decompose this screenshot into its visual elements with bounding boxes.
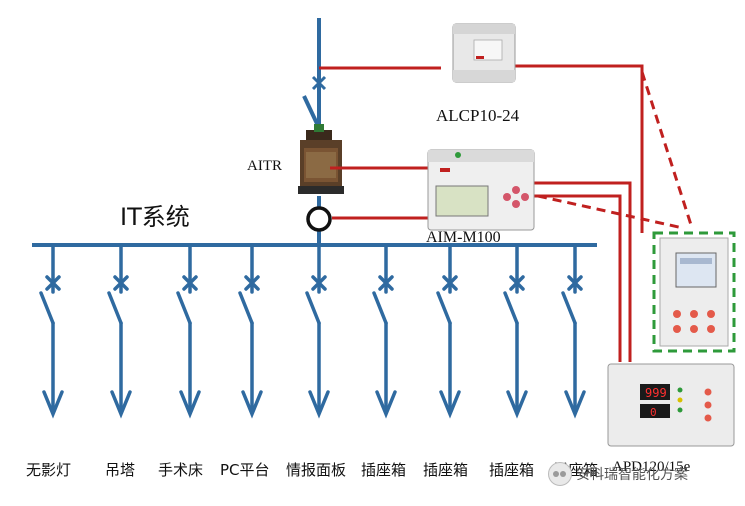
- alcp10-24-device: [452, 23, 516, 83]
- it-system-label: IT系统: [120, 203, 190, 231]
- branch-switch-0: [39, 291, 55, 325]
- load-label-1: 吊塔: [105, 461, 136, 479]
- branch-breaker-b-0: [45, 275, 61, 291]
- signal-dashed-links: [537, 71, 694, 230]
- svg-text:0: 0: [650, 406, 657, 419]
- signal-wiring: [319, 64, 644, 362]
- svg-text:999: 999: [645, 386, 667, 400]
- load-label-0: 无影灯: [26, 461, 72, 479]
- branch-breaker-b-8: [567, 275, 583, 291]
- load-label-7: 插座箱: [489, 461, 535, 479]
- branch-breaker-b-2: [182, 275, 198, 291]
- branch-breaker-b-6: [442, 275, 458, 291]
- branch-breaker-b-7: [509, 275, 525, 291]
- branch-arrow-6: [439, 390, 461, 419]
- alcp-label: ALCP10-24: [436, 106, 520, 125]
- branch-arrow-7: [506, 390, 528, 419]
- apd120-15e-device: 999 0: [607, 363, 735, 447]
- apd-label: APD120/15e: [612, 459, 691, 475]
- branch-circuits: [39, 243, 586, 419]
- branch-breaker-b-1: [113, 275, 129, 291]
- branch-switch-2: [176, 291, 192, 325]
- branch-arrow-5: [375, 390, 397, 419]
- wall-panel-highlighted: [652, 231, 736, 353]
- wechat-icon: [548, 462, 572, 486]
- aitr-transformer: [298, 124, 344, 194]
- watermark: 安科瑞智能化方案: [548, 462, 688, 486]
- branch-arrow-3: [241, 390, 263, 419]
- branch-arrow-0: [42, 390, 64, 419]
- branch-switch-7: [503, 291, 519, 325]
- load-label-3: PC平台: [220, 461, 270, 479]
- branch-switch-1: [107, 291, 123, 325]
- watermark-text: 安科瑞智能化方案: [576, 467, 688, 483]
- branch-switch-4: [305, 291, 321, 325]
- branch-breaker-b-4: [311, 275, 327, 291]
- branch-switch-6: [436, 291, 452, 325]
- branch-switch-3: [238, 291, 254, 325]
- current-sensor-ring: [306, 206, 332, 232]
- branch-arrow-4: [308, 390, 330, 419]
- branch-switch-5: [372, 291, 388, 325]
- branch-switch-8: [561, 291, 577, 325]
- branch-arrow-2: [179, 390, 201, 419]
- main-switch-blade: [302, 95, 321, 129]
- branch-breaker-b-3: [244, 275, 260, 291]
- aim-label: AIM-M100: [426, 229, 501, 246]
- branch-breaker-b-5: [378, 275, 394, 291]
- load-label-4: 情报面板: [286, 461, 347, 479]
- branch-arrow-1: [110, 390, 132, 419]
- load-label-6: 插座箱: [423, 461, 469, 479]
- branch-arrow-8: [564, 390, 586, 419]
- load-label-5: 插座箱: [361, 461, 407, 479]
- load-label-2: 手术床: [158, 461, 204, 479]
- aitr-label: AITR: [247, 158, 282, 174]
- aim-m100-device: [427, 149, 535, 231]
- main-breaker-mark: [311, 75, 327, 91]
